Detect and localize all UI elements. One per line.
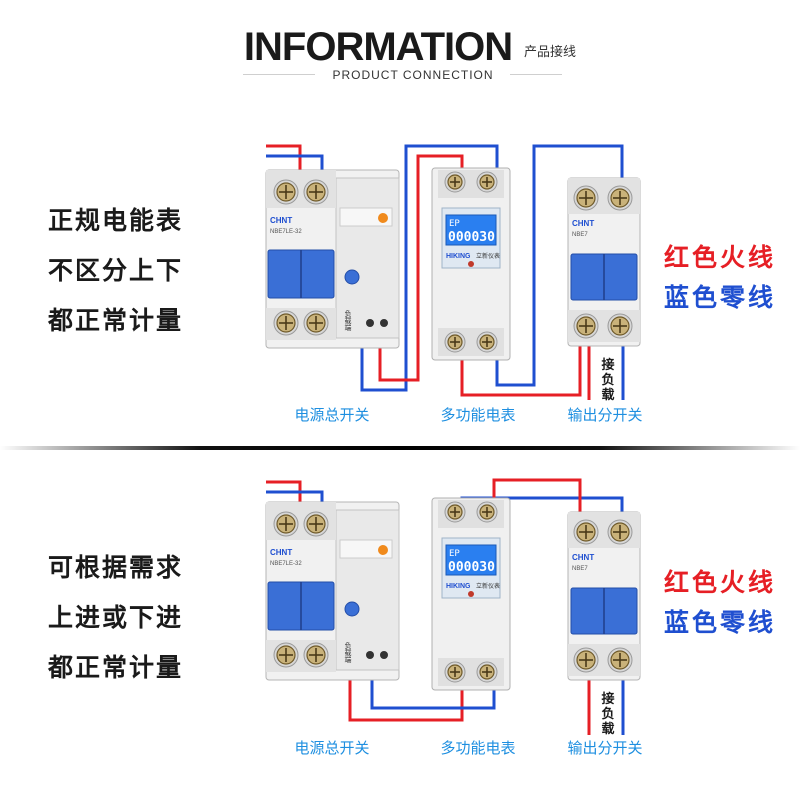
- note-line-1: 可根据需求: [48, 553, 184, 582]
- meter-brand-cn: 立新仪表: [476, 252, 500, 260]
- main-breaker: CHNT NBE7LE-32 负载端: [265, 501, 400, 681]
- note-line-2: 不区分上下: [48, 256, 184, 285]
- meter-lcd: [445, 214, 497, 246]
- neutral-to-meter: [370, 675, 496, 710]
- page-title-cn: 产品接线: [524, 45, 577, 60]
- rcd-terminal: [366, 319, 374, 327]
- load-label: 接负载: [601, 358, 615, 403]
- rcd-terminal: [366, 651, 374, 659]
- test-button: [344, 601, 360, 617]
- rcd-terminal: [380, 651, 388, 659]
- rcd-module: [335, 177, 400, 339]
- meter-brand-cn: 立新仪表: [476, 582, 500, 590]
- meter-brand: HIKING: [446, 583, 471, 590]
- live-to-output: [492, 478, 582, 520]
- rcd-module: [335, 509, 400, 671]
- main-breaker: CHNT NBE7LE-32 负载端: [265, 169, 400, 349]
- live-to-meter: [378, 154, 464, 382]
- neutral-to-output: [495, 144, 624, 387]
- note-line-3: 都正常计量: [48, 306, 184, 335]
- note-line-3: 都正常计量: [48, 653, 184, 682]
- caption-output-breaker: 输出分开关: [567, 739, 643, 757]
- main-brand-text: CHNT: [270, 548, 292, 557]
- legend-neutral-wire: 蓝色零线: [664, 283, 777, 312]
- header-rule-left: [243, 74, 315, 75]
- caption-meter: 多功能电表: [440, 739, 516, 757]
- rcd-indicator: [378, 545, 388, 555]
- header-rule-right: [510, 74, 562, 75]
- neutral-to-meter: [360, 144, 499, 392]
- meter-lcd-value: 000030: [448, 230, 495, 245]
- meter-pulse-led: [468, 591, 474, 597]
- rcd-indicator: [378, 213, 388, 223]
- section-divider: [0, 446, 800, 450]
- output-breaker: CHNT NBE7: [567, 177, 641, 347]
- out-brand-text: CHNT: [572, 553, 594, 562]
- main-model-text: NBE7LE-32: [270, 561, 302, 567]
- meter-lcd-value: 000030: [448, 560, 495, 575]
- caption-output-breaker: 输出分开关: [567, 406, 643, 424]
- out-brand-text: CHNT: [572, 219, 594, 228]
- main-brand-text: CHNT: [270, 216, 292, 225]
- rcd-side-label: 负载端: [344, 641, 352, 664]
- legend-live-wire: 红色火线: [664, 568, 777, 597]
- meter-pulse-led: [468, 261, 474, 267]
- meter-lcd-label: EP: [449, 219, 460, 229]
- page-subtitle: PRODUCT CONNECTION: [332, 68, 494, 82]
- load-label: 接负载: [601, 692, 615, 737]
- rcd-label-plate: [339, 539, 393, 559]
- legend-live-wire: 红色火线: [664, 243, 777, 272]
- note-line-1: 正规电能表: [48, 206, 184, 235]
- meter-lcd: [445, 544, 497, 576]
- legend-neutral-wire: 蓝色零线: [664, 608, 777, 637]
- caption-main-breaker: 电源总开关: [294, 739, 370, 757]
- note-line-2: 上进或下进: [48, 603, 184, 632]
- caption-main-breaker: 电源总开关: [294, 406, 370, 424]
- live-to-meter: [348, 675, 464, 722]
- output-breaker: CHNT NBE7: [567, 511, 641, 681]
- out-model-text: NBE7: [572, 566, 588, 572]
- page-title: INFORMATION: [243, 25, 513, 69]
- meter-lcd-label: EP: [449, 549, 460, 559]
- header: INFORMATION 产品接线 PRODUCT CONNECTION: [0, 0, 800, 90]
- main-model-text: NBE7LE-32: [270, 229, 302, 235]
- test-button: [344, 269, 360, 285]
- meter-brand: HIKING: [446, 253, 471, 260]
- rcd-label-plate: [339, 207, 393, 227]
- rcd-side-label: 负载端: [344, 309, 352, 332]
- out-model-text: NBE7: [572, 232, 588, 238]
- rcd-terminal: [380, 319, 388, 327]
- caption-meter: 多功能电表: [440, 406, 516, 424]
